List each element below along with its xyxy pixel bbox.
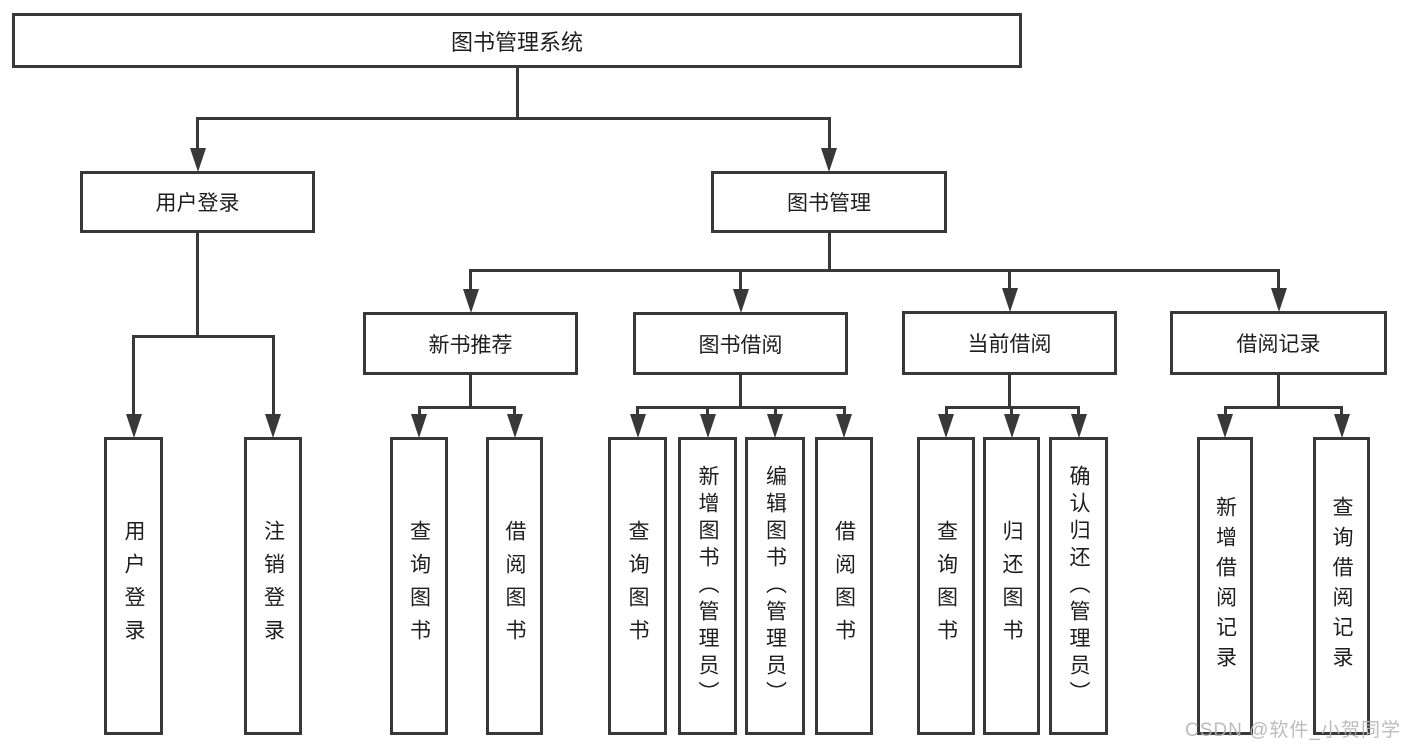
node-label: 借阅图书: [832, 520, 856, 652]
arrow-down-icon: [125, 414, 142, 438]
node-b3: 编辑图书（管理员）: [745, 437, 805, 735]
arrow-down-icon: [938, 414, 954, 438]
node-r1: 新增借阅记录: [1197, 437, 1253, 735]
node-n2: 借阅图书: [486, 437, 543, 735]
node-label: 图书管理: [787, 192, 871, 215]
node-current: 当前借阅: [902, 311, 1117, 375]
node-borrow: 图书借阅: [633, 312, 848, 375]
connector-branch: [196, 116, 831, 120]
connector-drop: [1277, 268, 1280, 297]
node-c1: 查询图书: [917, 437, 975, 735]
connector-drop: [271, 334, 275, 423]
node-label: 图书管理系统: [450, 29, 583, 55]
connector-drop: [132, 334, 135, 423]
arrow-down-icon: [732, 289, 749, 313]
connector-stem: [1008, 373, 1011, 409]
connector-branch: [132, 334, 275, 338]
node-root: 图书管理系统: [12, 13, 1022, 68]
node-c3: 确认归还（管理员）: [1049, 437, 1108, 735]
node-label: 查询图书: [407, 520, 431, 652]
arrow-down-icon: [1333, 414, 1350, 438]
connector-drop: [1008, 268, 1011, 297]
arrow-down-icon: [1001, 288, 1018, 312]
node-u1: 用户登录: [104, 437, 163, 735]
node-b1: 查询图书: [608, 437, 667, 735]
arrow-down-icon: [506, 414, 523, 438]
node-label: 查询借阅记录: [1330, 496, 1353, 676]
connector-stem: [739, 373, 742, 409]
node-newbook: 新书推荐: [363, 312, 578, 375]
connector-branch: [1223, 405, 1343, 409]
node-label: 借阅图书: [503, 520, 526, 652]
node-label: 归还图书: [1000, 520, 1023, 652]
node-c2: 归还图书: [983, 437, 1040, 735]
connector-stem: [827, 231, 831, 272]
node-label: 图书借阅: [698, 333, 783, 357]
connector-stem: [1277, 373, 1280, 409]
node-r2: 查询借阅记录: [1313, 437, 1370, 735]
connector-drop: [469, 268, 472, 298]
node-label: 注销登录: [261, 520, 285, 652]
arrow-down-icon: [821, 148, 837, 172]
node-n1: 查询图书: [390, 437, 448, 735]
node-label: 查询图书: [626, 520, 649, 652]
watermark: CSDN @软件_小贺同学: [1185, 720, 1401, 741]
connector-stem: [196, 231, 199, 338]
connector-stem: [515, 66, 519, 120]
node-label: 借阅记录: [1236, 333, 1321, 356]
connector-branch: [469, 268, 1280, 272]
node-label: 当前借阅: [967, 333, 1052, 356]
node-label: 确认归还（管理员）: [1067, 464, 1090, 708]
node-records: 借阅记录: [1170, 311, 1387, 375]
node-mgmt: 图书管理: [711, 171, 947, 233]
connector-stem: [469, 373, 472, 409]
node-label: 查询图书: [934, 520, 958, 652]
node-b2: 新增图书（管理员）: [678, 437, 737, 735]
node-label: 用户登录: [122, 520, 145, 652]
arrow-down-icon: [265, 414, 281, 438]
arrow-down-icon: [189, 148, 206, 172]
node-label: 编辑图书（管理员）: [763, 464, 787, 708]
arrow-down-icon: [1270, 288, 1287, 312]
arrow-down-icon: [699, 414, 716, 438]
arrow-down-icon: [411, 414, 427, 438]
arrow-down-icon: [629, 414, 646, 438]
connector-drop: [196, 116, 199, 157]
arrow-down-icon: [767, 414, 783, 438]
node-label: 新增借阅记录: [1213, 496, 1237, 676]
connector-branch: [417, 405, 516, 409]
arrow-down-icon: [462, 289, 479, 313]
connector-branch: [636, 405, 846, 409]
node-label: 新增图书（管理员）: [696, 464, 719, 708]
node-label: 新书推荐: [428, 333, 513, 357]
arrow-down-icon: [1070, 414, 1087, 438]
node-u2: 注销登录: [244, 437, 302, 735]
connector-drop: [739, 268, 742, 298]
arrow-down-icon: [1003, 414, 1020, 438]
arrow-down-icon: [1217, 414, 1233, 438]
connector-drop: [827, 116, 831, 157]
node-b4: 借阅图书: [815, 437, 873, 735]
node-login: 用户登录: [80, 171, 315, 233]
arrow-down-icon: [836, 414, 852, 438]
node-label: 用户登录: [155, 192, 240, 215]
